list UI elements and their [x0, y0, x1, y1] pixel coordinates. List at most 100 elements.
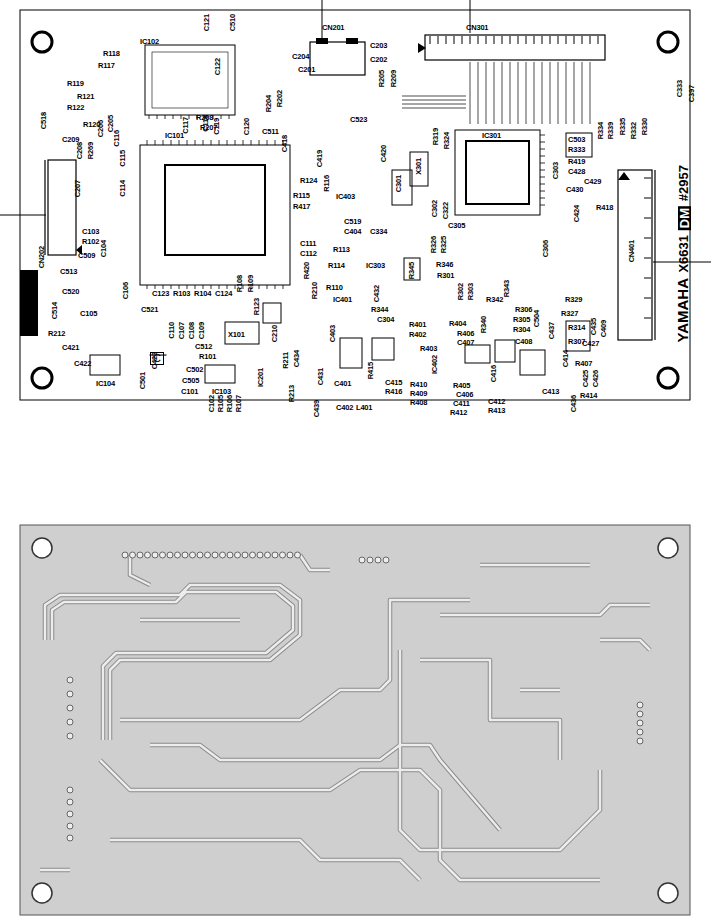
component-designator: R420	[303, 262, 311, 279]
connector-outline	[654, 170, 655, 340]
component-designator: C117	[182, 117, 190, 134]
solder-pad	[295, 552, 301, 558]
connector-pin	[470, 36, 471, 44]
connector-pin	[644, 278, 651, 279]
board-outline	[20, 10, 690, 400]
component-designator: C419	[316, 150, 324, 167]
component-designator: C109	[198, 322, 206, 339]
component-designator: R409	[410, 390, 427, 398]
component-designator: R413	[488, 407, 505, 415]
component-designator: C208	[76, 142, 84, 159]
ic-pin	[283, 285, 284, 289]
component-designator: R212	[48, 330, 65, 338]
solder-pad	[145, 552, 151, 558]
connector-outline	[48, 160, 76, 255]
component-outline	[150, 133, 592, 375]
ic-pin	[540, 142, 545, 143]
component-designator: C115	[119, 150, 127, 167]
ic-pin	[221, 115, 222, 119]
component-designator: R406	[457, 330, 474, 338]
component-designator: R304	[513, 326, 530, 334]
copper-trace	[510, 62, 511, 124]
component-designator: R110	[326, 284, 343, 292]
solder-pad	[67, 733, 73, 739]
component-outline	[566, 133, 592, 157]
ic-pin	[203, 140, 204, 145]
solder-pad	[152, 552, 158, 558]
bottom-trace	[300, 555, 330, 570]
component-designator: R319	[432, 128, 440, 145]
solder-pad	[167, 552, 173, 558]
bottom-trace	[600, 640, 650, 650]
component-designator: C429	[584, 178, 601, 186]
connector-pin	[644, 218, 651, 219]
component-designator: R205	[378, 70, 386, 87]
ic-pin	[179, 140, 180, 145]
component-designator: R416	[385, 388, 402, 396]
solder-pad	[205, 552, 211, 558]
connector-pin	[598, 36, 599, 44]
board-marking-block	[20, 270, 38, 336]
mounting-hole	[658, 883, 678, 903]
component-designator: C437	[548, 322, 556, 339]
ic-pin	[173, 115, 174, 119]
ic-pin	[275, 285, 276, 289]
board-marking-block	[20, 270, 38, 336]
component-designator: C202	[370, 56, 387, 64]
component-designator: C206	[97, 120, 105, 137]
component-designator: IC104	[96, 380, 115, 388]
component-designator: C519	[344, 218, 361, 226]
copper-trace	[542, 62, 543, 124]
component-designator: CN202	[38, 246, 46, 268]
component-designator: R302	[457, 283, 465, 300]
component-designator: R108	[236, 275, 244, 292]
ic-pin	[235, 140, 236, 145]
solder-pad	[67, 787, 73, 793]
component-designator: R103	[173, 290, 190, 298]
component-designator: R325	[440, 236, 448, 253]
component-designator: C424	[573, 205, 581, 222]
component-designator: R408	[410, 399, 427, 407]
component-designator: C502	[186, 366, 203, 374]
copper-trace	[574, 62, 575, 124]
component-designator: C114	[119, 180, 127, 197]
component-designator: CN401	[628, 240, 636, 262]
copper-trace	[534, 62, 535, 124]
component-designator: R209	[390, 70, 398, 87]
solder-pad	[67, 719, 73, 725]
component-designator: C411	[453, 400, 470, 408]
component-designator: C514	[51, 302, 59, 319]
solder-pad	[67, 691, 73, 697]
component-designator: R335	[619, 118, 627, 135]
component-designator: IC303	[366, 262, 385, 270]
component-designator: R419	[568, 158, 585, 166]
component-designator: C105	[80, 310, 97, 318]
component-designator: R114	[328, 262, 345, 270]
connector-tab	[346, 38, 358, 44]
ic-pin	[179, 285, 180, 289]
ic-pin	[540, 149, 545, 150]
component-designator: C305	[448, 222, 465, 230]
ic-outline	[145, 45, 235, 115]
board-marking: YAMAHA	[675, 278, 690, 342]
ic-outline	[263, 303, 281, 323]
connector-outline	[44, 160, 45, 255]
component-designator: C408	[515, 338, 532, 346]
solder-pad	[359, 557, 365, 563]
component-designator: C207	[74, 180, 82, 197]
connector-pin	[644, 238, 651, 239]
bottom-trace	[400, 650, 600, 850]
component-designator: C523	[350, 116, 367, 124]
connector-pin	[454, 36, 455, 44]
component-designator: R106	[226, 395, 234, 412]
copper-trace	[402, 62, 590, 124]
mounting-hole	[658, 538, 678, 558]
ic-pin	[259, 285, 260, 289]
ic-pin	[149, 115, 150, 119]
bottom-trace	[52, 592, 293, 740]
component-designator: C203	[370, 42, 387, 50]
copper-trace	[582, 62, 583, 124]
component-designator: C121	[203, 14, 211, 31]
solder-pad	[637, 720, 643, 726]
ic-pin	[540, 198, 545, 199]
